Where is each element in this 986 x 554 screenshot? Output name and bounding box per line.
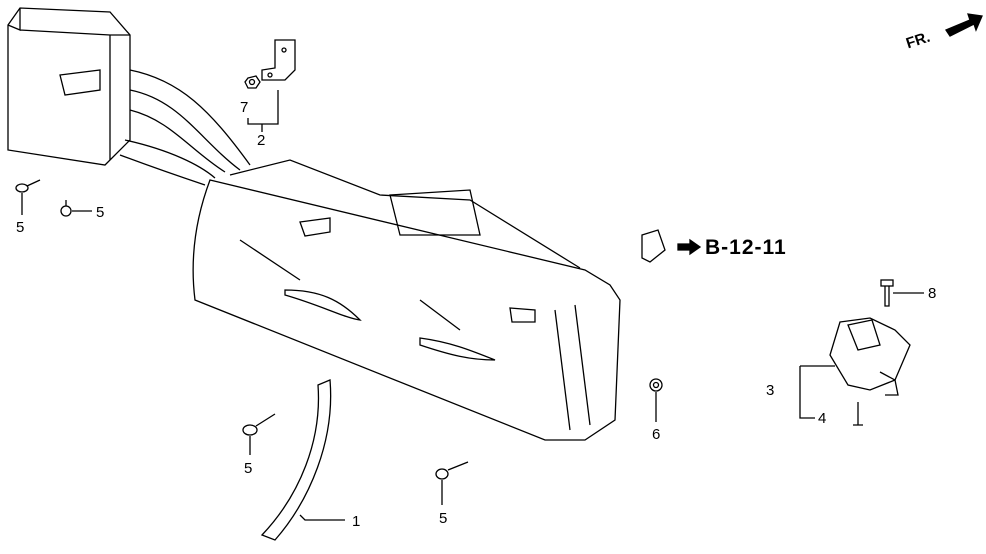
callout-3: 3: [766, 382, 775, 399]
bolt-part-8: [880, 279, 924, 307]
callout-5: 5: [96, 204, 105, 221]
leader-2: [247, 90, 279, 132]
bracket-part-2: [261, 39, 296, 81]
screw-bottom: [242, 413, 469, 505]
screw-left: [15, 179, 92, 217]
wire-harness: [119, 69, 251, 186]
screw-part-4: [853, 402, 863, 426]
callout-6: 6: [652, 426, 661, 443]
callout-8: 8: [928, 285, 937, 302]
control-unit-box: [7, 7, 131, 166]
trim-strip-part-1: [260, 379, 345, 541]
front-arrow-icon: [945, 13, 983, 37]
arrow-right-icon: [677, 238, 702, 256]
clip-icon: [641, 229, 666, 263]
callout-1: 1: [352, 513, 361, 530]
callout-7: 7: [240, 99, 249, 116]
callout-2: 2: [257, 132, 266, 149]
callout-5: 5: [244, 460, 253, 477]
reference-link-b-12-11[interactable]: B-12-11: [705, 236, 787, 259]
instrument-cluster: [192, 159, 621, 441]
sensor-part-3: [799, 317, 911, 419]
clip-part-6: [649, 378, 663, 422]
callout-4: 4: [818, 410, 827, 427]
callout-5: 5: [439, 510, 448, 527]
callout-5: 5: [16, 219, 25, 236]
nut-part-7: [244, 75, 261, 89]
